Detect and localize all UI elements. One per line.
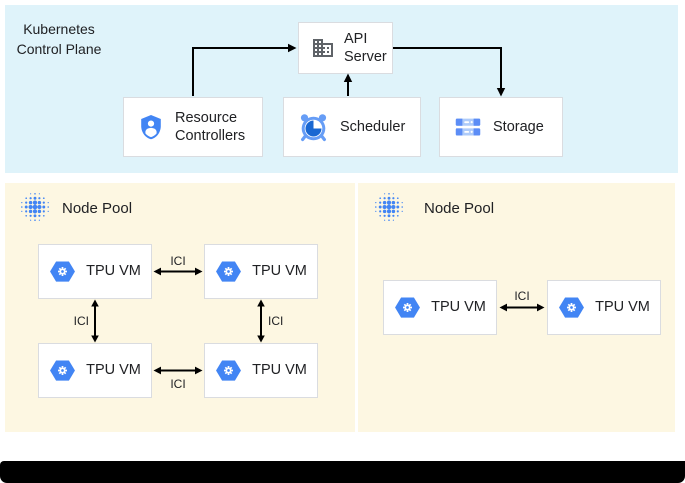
building-icon [313,39,333,57]
dot-matrix-icon [21,193,49,221]
tpu-vm-node: TPU VM [38,244,152,299]
ici-link-label: ICI [170,377,186,391]
tpu-hexagon-icon [50,261,76,282]
tpu-hexagon-icon [216,360,242,381]
ici-link-label: ICI [514,289,530,303]
dot-matrix-icon [375,193,403,221]
api-server-label: API Server [344,30,387,65]
scheduler-label: Scheduler [340,118,406,135]
alarm-clock-icon [300,113,327,142]
tpu-vm-label: TPU VM [86,362,141,379]
node-pool-title: Node Pool [62,200,133,217]
resource-controllers-label: Resource Controllers [175,109,246,144]
tpu-vm-node: TPU VM [204,343,318,398]
tpu-vm-node: TPU VM [547,280,661,335]
ici-link-label: ICI [73,314,89,328]
scheduler-node: Scheduler [283,97,421,157]
control-plane-panel: Kubernetes Control Plane API Server Reso… [5,5,678,173]
tpu-vm-node: TPU VM [38,343,152,398]
resource-controllers-node: Resource Controllers [123,97,263,157]
tpu-vm-label: TPU VM [252,263,307,280]
node-pool-title: Node Pool [424,200,495,217]
storage-label: Storage [493,118,544,135]
node-pool-panel-right: Node Pool TPU VM TPU VM ICI [358,183,675,432]
tpu-vm-node: TPU VM [204,244,318,299]
tpu-vm-label: TPU VM [595,299,650,316]
api-server-node: API Server [298,22,393,74]
tpu-hexagon-icon [216,261,242,282]
tpu-hexagon-icon [395,297,421,318]
tpu-vm-label: TPU VM [431,299,486,316]
ici-link-label: ICI [170,254,186,268]
control-plane-title: Kubernetes Control Plane [16,21,102,57]
storage-stack-icon [455,118,481,136]
shield-user-icon [141,115,161,140]
bottom-black-bar [0,461,685,483]
node-pool-panel-left: Node Pool TPU VM TPU VM TPU VM TPU VM IC… [5,183,355,432]
tpu-vm-node: TPU VM [383,280,497,335]
tpu-vm-label: TPU VM [86,263,141,280]
tpu-hexagon-icon [559,297,585,318]
tpu-hexagon-icon [50,360,76,381]
tpu-vm-label: TPU VM [252,362,307,379]
storage-node: Storage [439,97,563,157]
ici-link-label: ICI [268,314,284,328]
